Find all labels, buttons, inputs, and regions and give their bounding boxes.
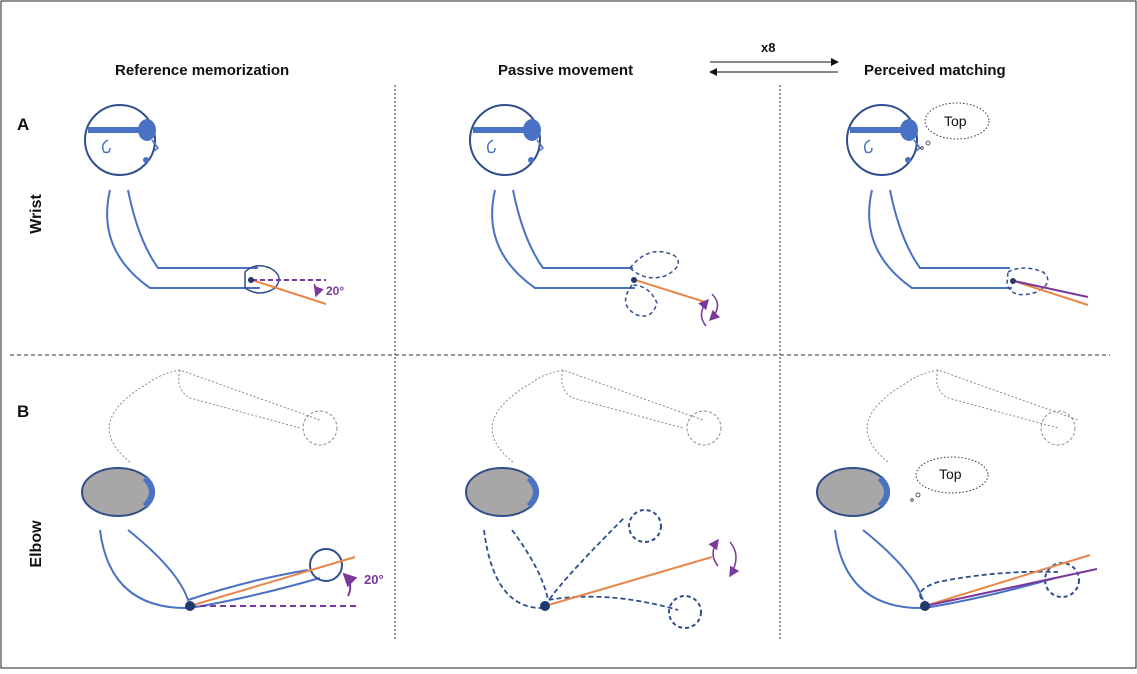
head-top-view	[816, 467, 890, 517]
headset-top	[526, 475, 539, 509]
rest-arm-inner	[178, 369, 301, 429]
head-outline	[469, 104, 541, 176]
movement-arrow-down	[729, 541, 740, 578]
panel-label-b: B	[17, 402, 30, 421]
elbow-angle-label: 20°	[364, 572, 384, 587]
movement-arrow-up	[708, 538, 719, 567]
speech-bubble	[924, 102, 990, 140]
nose-icon	[913, 139, 922, 152]
rest-hand	[1040, 410, 1076, 446]
head-top-view	[81, 467, 155, 517]
nose-icon	[536, 139, 545, 152]
upper-arm-outer	[106, 189, 260, 289]
upper-arm-outer	[491, 189, 635, 289]
headset-cup	[523, 119, 541, 141]
forearm-perceived-outline	[919, 570, 1059, 605]
mic-icon	[528, 157, 534, 163]
perceived-line	[1013, 280, 1089, 298]
headset-cup	[138, 119, 156, 141]
reference-line	[634, 279, 706, 303]
head-outline	[84, 104, 156, 176]
ear-icon	[863, 139, 873, 154]
head-outline	[846, 104, 918, 176]
forearm-inner	[127, 529, 309, 602]
wrist-perceived-figure	[846, 102, 1089, 306]
nose-icon	[151, 139, 160, 152]
panel-label-a: A	[17, 115, 30, 134]
elbow-passive-figure	[465, 369, 740, 629]
header-passive: Passive movement	[498, 62, 634, 79]
mic-icon	[905, 157, 911, 163]
elbow-joint	[540, 601, 550, 611]
upper-arm-outer	[868, 189, 1012, 289]
wrist-angle-label: 20°	[326, 284, 345, 298]
hand-outline	[1006, 267, 1049, 296]
hand-down-circle	[668, 595, 702, 629]
ear-icon	[101, 139, 111, 154]
elbow-joint	[185, 601, 195, 611]
elbow-reference-figure	[81, 369, 360, 611]
elbow-perceived-figure	[816, 369, 1098, 611]
forearm-inner	[862, 529, 925, 602]
row-label-wrist: Wrist	[28, 194, 45, 234]
wrist-joint	[248, 277, 254, 283]
rest-arm-outer	[108, 369, 321, 463]
speech-bubble-dot	[915, 492, 921, 498]
elbow-joint	[920, 601, 930, 611]
repeat-label: x8	[761, 40, 776, 55]
reference-line	[1013, 280, 1089, 306]
headset-cup	[900, 119, 918, 141]
header-perceived: Perceived matching	[864, 62, 1006, 79]
forearm-down-outline	[511, 529, 679, 611]
head-top-view	[465, 467, 539, 517]
rest-hand	[686, 410, 722, 446]
reference-line	[544, 556, 713, 607]
speech-bubble-dot	[920, 146, 924, 150]
angle-arrow	[342, 572, 358, 597]
hand-outline	[244, 265, 280, 294]
forearm-outer	[99, 529, 321, 610]
speech-text-wrist: Top	[944, 113, 967, 129]
rest-arm-inner	[936, 369, 1059, 429]
ear-icon	[486, 139, 496, 154]
wrist-joint	[1010, 278, 1016, 284]
forearm-up-outline	[483, 517, 625, 609]
movement-arrow-down	[708, 293, 721, 322]
speech-bubble-dot	[910, 498, 914, 502]
wrist-joint	[631, 277, 637, 283]
hand-up-outline	[628, 250, 680, 279]
movement-arrow-up	[698, 298, 709, 327]
forearm-outer	[834, 529, 1056, 610]
hand-up-circle	[628, 509, 662, 543]
hand-circle	[309, 548, 343, 582]
wrist-passive-figure	[469, 104, 721, 327]
speech-text-elbow: Top	[939, 466, 962, 482]
header-reference: Reference memorization	[115, 62, 290, 79]
rest-arm-inner	[561, 369, 684, 429]
speech-bubble	[915, 456, 989, 494]
row-label-elbow: Elbow	[28, 520, 45, 568]
headset-top	[877, 475, 890, 509]
mic-icon	[143, 157, 149, 163]
speech-bubble-dot	[925, 140, 931, 146]
perceived-line	[924, 568, 1098, 607]
angle-arrow	[313, 283, 324, 298]
reference-line	[189, 556, 356, 607]
upper-arm-inner	[127, 189, 258, 269]
wrist-reference-figure	[84, 104, 327, 305]
reference-line	[251, 279, 327, 305]
rest-arm-outer	[491, 369, 704, 463]
rest-hand	[302, 410, 338, 446]
upper-arm-inner	[512, 189, 633, 269]
headset-top	[142, 475, 155, 509]
hand-down-outline	[624, 284, 658, 317]
upper-arm-inner	[889, 189, 1010, 269]
reference-line	[924, 554, 1091, 607]
